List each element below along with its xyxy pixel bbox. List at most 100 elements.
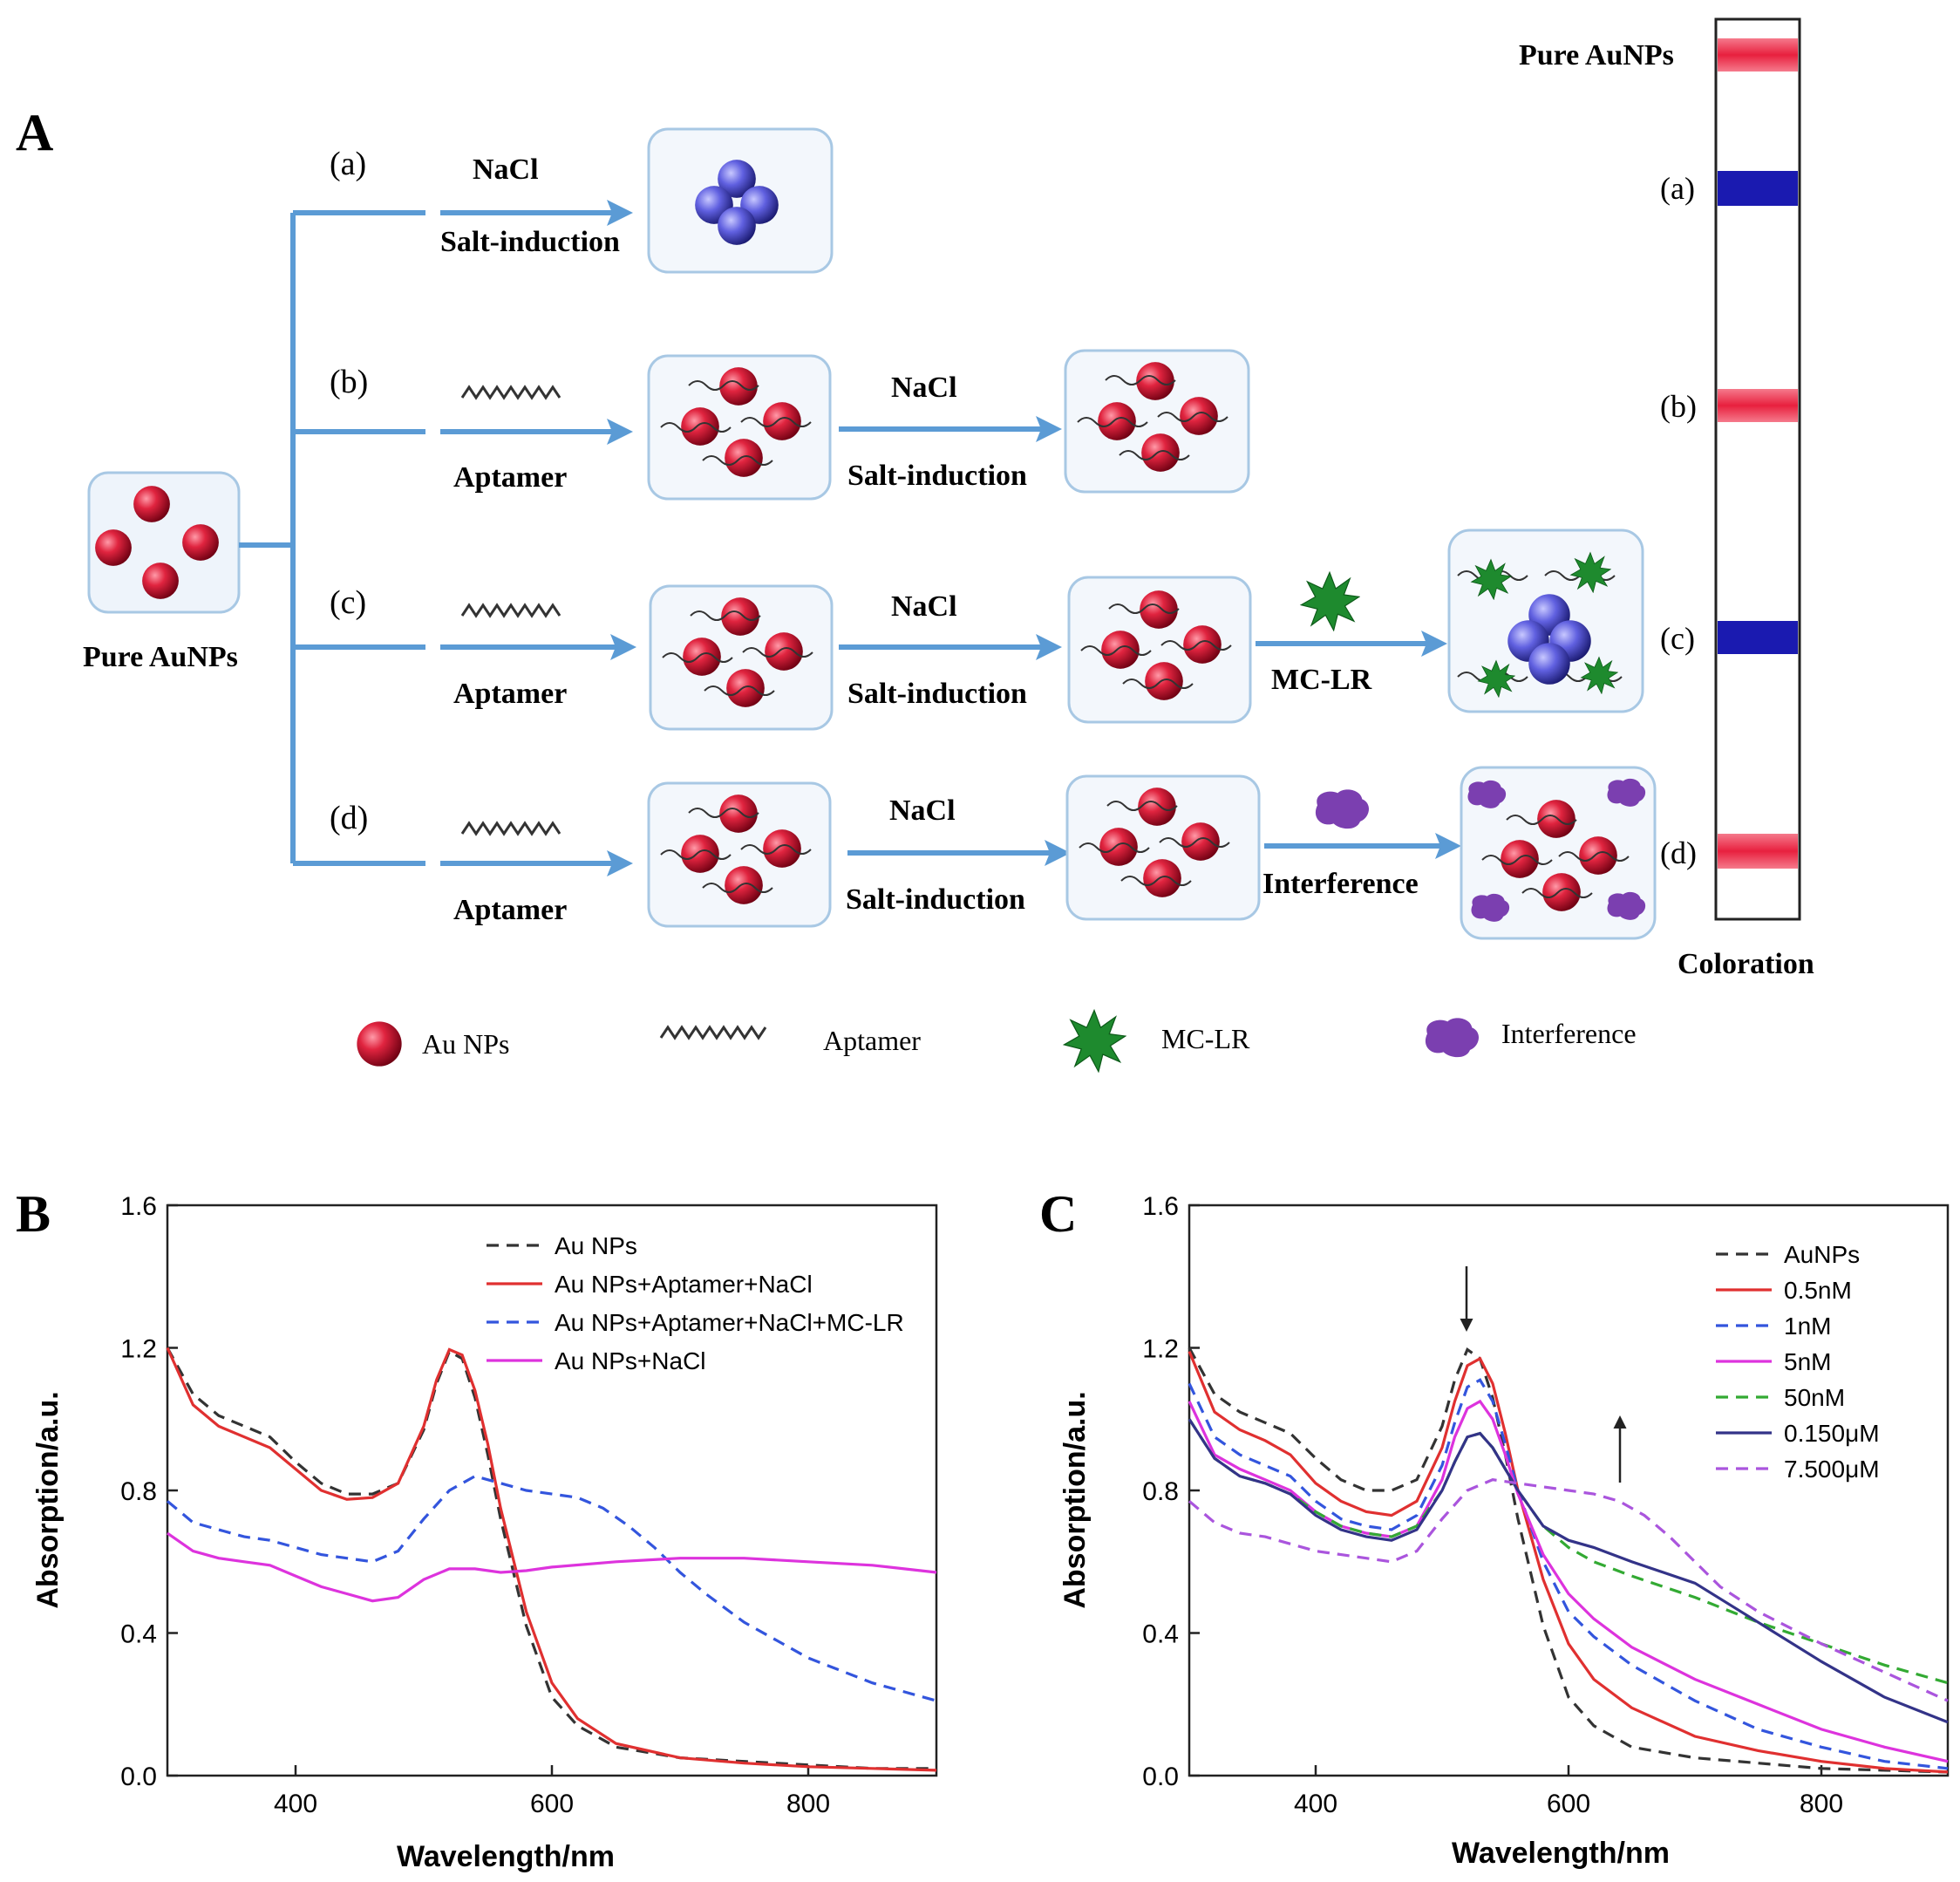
coated-box-d2 xyxy=(1065,774,1261,921)
series-line xyxy=(1188,1418,1949,1724)
x-tick-label: 400 xyxy=(1294,1790,1337,1818)
y-tick-label: 1.6 xyxy=(1142,1192,1179,1221)
series-line xyxy=(166,1347,937,1772)
legend-label: Au NPs xyxy=(555,1232,637,1259)
aptamer-wave-icon xyxy=(659,1025,767,1040)
y-tick-label: 0.0 xyxy=(120,1763,157,1791)
row-d-reagent3: Interference xyxy=(1262,868,1419,900)
x-tick-label: 600 xyxy=(1547,1790,1590,1818)
row-a-step: Salt-induction xyxy=(440,226,620,258)
series-line xyxy=(1188,1347,1949,1774)
y-tick-label: 1.2 xyxy=(120,1335,157,1364)
aggregate-box-a xyxy=(647,127,834,274)
red-sphere-icon xyxy=(357,1021,402,1067)
aptamer-wave-icon xyxy=(460,603,561,618)
coated-box-c2 xyxy=(1067,576,1252,724)
band-b xyxy=(1718,389,1798,422)
y-tick-label: 1.6 xyxy=(120,1192,157,1221)
legend-aptamer: Aptamer xyxy=(823,1025,921,1056)
band-d-label: (d) xyxy=(1660,835,1697,870)
series-line xyxy=(1188,1378,1949,1770)
row-c-reagent2: NaCl xyxy=(891,590,957,623)
legend-interference: Interference xyxy=(1501,1018,1637,1049)
row-c-reagent1: Aptamer xyxy=(453,678,567,710)
legend-label: 1nM xyxy=(1784,1313,1831,1340)
coated-box-c1 xyxy=(649,584,834,731)
panel-b-label: B xyxy=(16,1185,51,1243)
pure-aunps-label: Pure AuNPs xyxy=(83,641,238,673)
branch-lines xyxy=(239,210,425,866)
aptamer-wave-icon xyxy=(460,385,561,400)
row-b-reagent1: Aptamer xyxy=(453,461,567,494)
row-c: Aptamer NaCl Salt-induction xyxy=(440,528,1644,731)
interference-blob-icon xyxy=(1315,789,1370,829)
panel-c-chart: C 0.0 0.4 0.8 1.2 1.6 400 600 800 AuNPs 0.5nM 1nM 5… xyxy=(1039,1185,1950,1870)
y-tick-label: 0.4 xyxy=(120,1620,157,1649)
panel-b-chart: B 0.0 0.4 0.8 1.2 1.6 400 600 800 Au NPs Au NPs+A… xyxy=(16,1185,938,1873)
band-pure xyxy=(1718,38,1798,72)
band-a-label: (a) xyxy=(1660,171,1695,206)
y-tick-label: 1.2 xyxy=(1142,1335,1179,1364)
band-d xyxy=(1718,834,1798,869)
legend-label: 7.500μM xyxy=(1784,1456,1880,1483)
mc-lr-star-icon xyxy=(1063,1009,1126,1073)
y-tick-label: 0.0 xyxy=(1142,1763,1179,1791)
x-tick-label: 800 xyxy=(1800,1790,1843,1818)
legend-label: 5nM xyxy=(1784,1348,1831,1375)
series-line xyxy=(167,1531,937,1603)
coloration-title: Coloration xyxy=(1678,948,1814,980)
row-c-step2: Salt-induction xyxy=(847,678,1027,710)
y-axis-label: Absorption/a.u. xyxy=(1058,1391,1092,1608)
x-tick-label: 400 xyxy=(274,1790,317,1818)
coated-box-b2 xyxy=(1064,349,1250,494)
series-line xyxy=(166,1347,936,1770)
row-d: Aptamer NaCl Salt-induction xyxy=(440,766,1657,940)
coloration-strip: Pure AuNPs (a) (b) (c) (d) Coloration xyxy=(1519,17,1814,980)
legend-label: Au NPs+Aptamer+NaCl+MC-LR xyxy=(555,1309,904,1336)
legend-au-nps: Au NPs xyxy=(422,1028,509,1060)
legend-label: 0.5nM xyxy=(1784,1277,1852,1304)
band-b-label: (b) xyxy=(1660,389,1697,424)
row-c-label: (c) xyxy=(330,584,366,621)
row-d-label: (d) xyxy=(330,800,368,836)
series-line xyxy=(1188,1350,1949,1774)
y-tick-label: 0.8 xyxy=(120,1477,157,1506)
row-c-reagent3: MC-LR xyxy=(1271,664,1372,696)
plot-frame xyxy=(166,1204,938,1777)
legend-label: 50nM xyxy=(1784,1384,1845,1411)
x-axis-label: Wavelength/nm xyxy=(1452,1837,1670,1870)
legend-label: AuNPs xyxy=(1784,1241,1860,1268)
x-axis-label: Wavelength/nm xyxy=(397,1840,615,1873)
mixed-box-d xyxy=(1460,766,1657,940)
series-line xyxy=(166,1474,937,1702)
panel-c-label: C xyxy=(1039,1185,1077,1243)
row-b-step2: Salt-induction xyxy=(847,460,1027,492)
panel-a: A Pure AuNPs (a) (b) (c) (d) NaCl Salt-i… xyxy=(16,17,1814,1073)
pure-aunps-box xyxy=(87,471,241,614)
row-a-reagent: NaCl xyxy=(473,153,539,186)
row-d-reagent2: NaCl xyxy=(889,794,956,827)
legend-mc-lr: MC-LR xyxy=(1161,1023,1250,1054)
band-a xyxy=(1718,171,1798,206)
series-line xyxy=(1188,1478,1949,1702)
y-axis-label: Absorption/a.u. xyxy=(31,1391,65,1608)
x-tick-label: 600 xyxy=(530,1790,574,1818)
aggregate-box-c xyxy=(1447,528,1644,713)
panel-a-legend: Au NPs Aptamer MC-LR Interference xyxy=(357,1009,1637,1073)
row-b-reagent2: NaCl xyxy=(891,372,957,404)
legend-label: Au NPs+Aptamer+NaCl xyxy=(555,1271,813,1298)
row-b: Aptamer NaCl Salt-induction xyxy=(440,349,1250,501)
row-b-label: (b) xyxy=(330,364,368,400)
legend-label: 0.150μM xyxy=(1784,1420,1880,1447)
x-tick-label: 800 xyxy=(786,1790,830,1818)
mc-lr-star-icon xyxy=(1300,571,1360,631)
y-tick-label: 0.8 xyxy=(1142,1477,1179,1506)
coated-box-d1 xyxy=(647,781,832,928)
band-pure-label: Pure AuNPs xyxy=(1519,39,1674,72)
y-tick-label: 0.4 xyxy=(1142,1620,1179,1649)
interference-blob-icon xyxy=(1425,1018,1480,1058)
band-c-label: (c) xyxy=(1660,621,1695,656)
band-c xyxy=(1718,621,1798,654)
row-d-step2: Salt-induction xyxy=(846,883,1025,916)
